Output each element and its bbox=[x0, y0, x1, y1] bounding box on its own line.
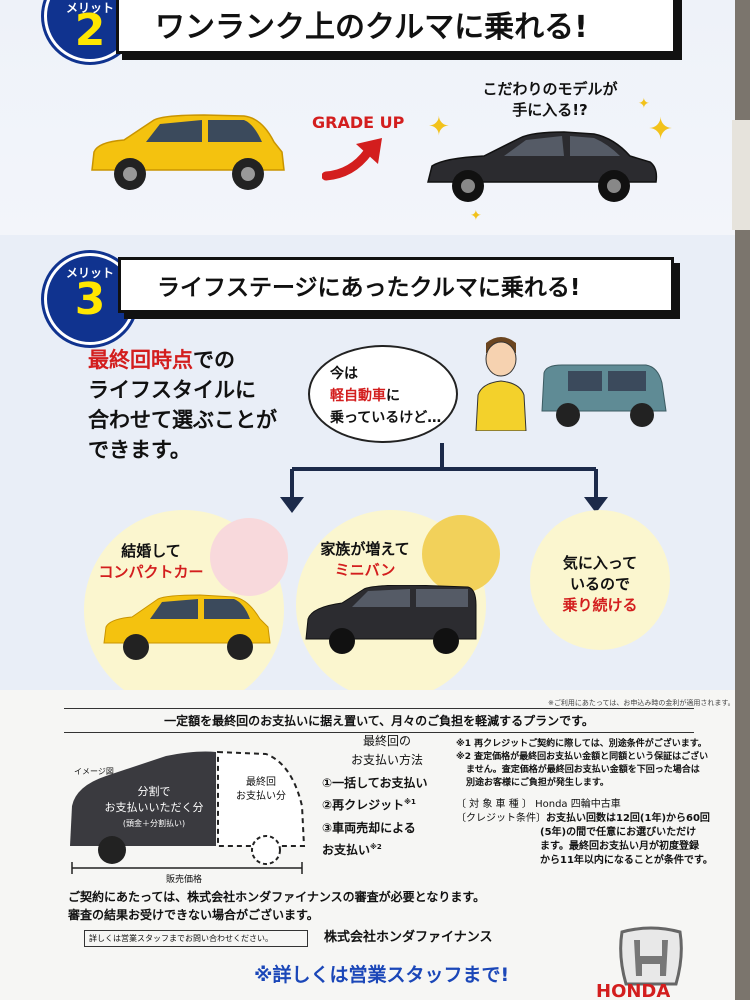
lifestage-lead: 最終回時点での ライフスタイルに 合わせて選ぶことが できます。 bbox=[88, 345, 277, 465]
speech-bubble: 今は 軽自動車に 乗っているけど… bbox=[308, 345, 458, 443]
note-2-line3: 別途お客様にご負担が発生します。 bbox=[466, 778, 609, 788]
kei-car-icon bbox=[541, 364, 667, 427]
grade-up-label: GRADE UP bbox=[312, 113, 405, 132]
credit-line4: から11年以内になることが条件です。 bbox=[540, 855, 713, 866]
speech-highlight: 軽自動車 bbox=[330, 388, 386, 404]
final-payment-label: 最終回 お支払い分 bbox=[226, 776, 296, 804]
credit-line3: ます。最終回お支払い月が初度登録 bbox=[540, 841, 699, 852]
price-label: 販売価格 bbox=[166, 875, 203, 885]
plan-section: ※ご利用にあたっては、お申込み時の金利が適用されます。 一定額を最終回のお支払い… bbox=[0, 690, 735, 1000]
merit3-title: ライフステージにあったクルマに乗れる! bbox=[118, 257, 674, 313]
option-keep-bubble bbox=[530, 510, 670, 650]
split-line2: お支払いいただく分 bbox=[104, 801, 204, 814]
sparkle-icon: ✦ bbox=[648, 112, 674, 147]
badge-label: メリット bbox=[65, 266, 114, 280]
option-keep-text: 気に入って いるので 乗り続ける bbox=[548, 553, 652, 616]
speech-line1: 今は bbox=[330, 366, 358, 382]
family-icon bbox=[422, 515, 500, 593]
target-label: 〔 対 象 車 種 〕 bbox=[456, 799, 532, 810]
compact-car-icon bbox=[103, 594, 271, 660]
option-line1: 気に入って bbox=[562, 554, 638, 572]
brand-text: HONDA bbox=[596, 984, 671, 1000]
option-minivan-text: 家族が増えて ミニバン bbox=[310, 538, 420, 580]
final-line1: 最終回 bbox=[246, 777, 276, 788]
contract-notice: ご契約にあたっては、株式会社ホンダファイナンスの審査が必要となります。 審査の結… bbox=[68, 888, 568, 924]
method-2-note: ※1 bbox=[404, 798, 416, 806]
final-line2: お支払い分 bbox=[236, 791, 286, 802]
option-line2: いるので bbox=[569, 575, 630, 593]
lead-line2: ライフスタイルに bbox=[88, 378, 256, 402]
target-value: Honda 四輪中古車 bbox=[535, 799, 621, 810]
credit-value: お支払い回数は12回(1年)から60回 bbox=[546, 812, 710, 826]
lead-highlight: 最終回時点 bbox=[88, 348, 193, 372]
payment-methods: 最終回の お支払い方法 ①一括してお支払い ②再クレジット※1 ③車両売却による… bbox=[322, 732, 452, 860]
note-2: ※2 査定価格が最終回お支払い金額と同額という保証はござい bbox=[456, 752, 709, 762]
methods-title1: 最終回の bbox=[362, 734, 411, 748]
option-compact-text: 結婚して コンパクトカー bbox=[96, 540, 206, 582]
plan-headline: 一定額を最終回のお支払いに据え置いて、月々のご負担を軽減するプランです。 bbox=[64, 708, 694, 733]
lead-line4: できます。 bbox=[88, 438, 191, 462]
speech-text: に bbox=[386, 388, 400, 404]
method-1: ①一括してお支払い bbox=[322, 776, 428, 790]
credit-conditions: 〔 対 象 車 種 〕 Honda 四輪中古車 〔クレジット条件〕 お支払い回数… bbox=[456, 798, 726, 868]
note-top: ※ご利用にあたっては、お申込み時の金利が適用されます。 bbox=[548, 699, 735, 707]
merit3-section: メリット 3 ライフステージにあったクルマに乗れる! 最終回時点での ライフスタ… bbox=[0, 235, 735, 710]
inquiry-box: 詳しくは営業スタッフまでお問い合わせください。 bbox=[84, 930, 308, 947]
yellow-compact-car-icon bbox=[91, 114, 285, 190]
grade-caption-line2: 手に入る!? bbox=[512, 101, 588, 119]
payment-car-diagram-icon bbox=[70, 750, 306, 874]
grade-up-arrow-icon bbox=[322, 138, 382, 181]
note-2-line2: ません。査定価格が最終回お支払い金額を下回った場合は bbox=[466, 765, 700, 775]
split-line3: (頭金＋分割払い) bbox=[122, 819, 186, 828]
image-label: イメージ図 bbox=[74, 767, 114, 776]
badge-label: メリット bbox=[65, 1, 114, 15]
sparkle-icon: ✦ bbox=[638, 96, 650, 112]
option-line3: 乗り続ける bbox=[562, 596, 638, 614]
method-2: ②再クレジット bbox=[322, 798, 405, 812]
lead-text: での bbox=[193, 348, 235, 372]
honda-logo-icon bbox=[619, 926, 683, 986]
option-line2: コンパクトカー bbox=[98, 563, 204, 581]
option-line2: ミニバン bbox=[334, 561, 396, 579]
black-sedan-icon bbox=[427, 131, 658, 202]
option-line1: 家族が増えて bbox=[320, 540, 410, 558]
speech-line3: 乗っているけど… bbox=[330, 410, 442, 426]
credit-line2: (5年)の間で任意にお選びいただけ bbox=[540, 827, 697, 838]
split-payment-label: 分割で お支払いいただく分 (頭金＋分割払い) bbox=[94, 784, 214, 832]
grade-caption: こだわりのモデルが 手に入る!? bbox=[470, 78, 630, 120]
method-3-line2: お支払い bbox=[322, 843, 371, 857]
man-illustration-icon bbox=[475, 337, 527, 431]
calendar-edge bbox=[732, 120, 750, 230]
note-1: ※1 再クレジットご契約に際しては、別途条件がございます。 bbox=[456, 739, 707, 749]
footer-cta: ※詳しくは営業スタッフまで! bbox=[254, 964, 510, 986]
minivan-icon bbox=[305, 585, 477, 654]
method-3-note: ※2 bbox=[370, 843, 382, 851]
company-name: 株式会社ホンダファイナンス bbox=[324, 930, 493, 945]
contract-line1: ご契約にあたっては、株式会社ホンダファイナンスの審査が必要となります。 bbox=[68, 890, 486, 904]
method-3: ③車両売却による bbox=[322, 821, 416, 835]
couple-icon bbox=[210, 518, 288, 596]
choice-arrows-icon bbox=[280, 443, 608, 513]
methods-title2: お支払い方法 bbox=[350, 753, 423, 767]
merit2-section: メリット 2 ワンランク上のクルマに乗れる! GRADE UP こだわりのモデル… bbox=[0, 0, 735, 235]
badge-number: 2 bbox=[74, 5, 106, 56]
split-line1: 分割で bbox=[137, 785, 171, 798]
option-line1: 結婚して bbox=[121, 542, 181, 560]
credit-line1: お支払い回数は12回(1年)から60回 bbox=[546, 813, 710, 824]
lead-line3: 合わせて選ぶことが bbox=[88, 408, 277, 432]
sparkle-icon: ✦ bbox=[428, 112, 450, 142]
badge-number: 3 bbox=[74, 274, 106, 325]
grade-caption-line1: こだわりのモデルが bbox=[482, 80, 618, 98]
plan-notes: ※1 再クレジットご契約に際しては、別途条件がございます。 ※2 査定価格が最終… bbox=[456, 738, 726, 790]
sparkle-icon: ✦ bbox=[470, 208, 482, 224]
credit-label: 〔クレジット条件〕 bbox=[456, 813, 546, 824]
merit2-title: ワンランク上のクルマに乗れる! bbox=[116, 0, 676, 54]
wall-background bbox=[735, 0, 750, 1000]
contract-line2: 審査の結果お受けできない場合がございます。 bbox=[68, 908, 319, 922]
merit3-badge: メリット 3 bbox=[44, 253, 136, 345]
